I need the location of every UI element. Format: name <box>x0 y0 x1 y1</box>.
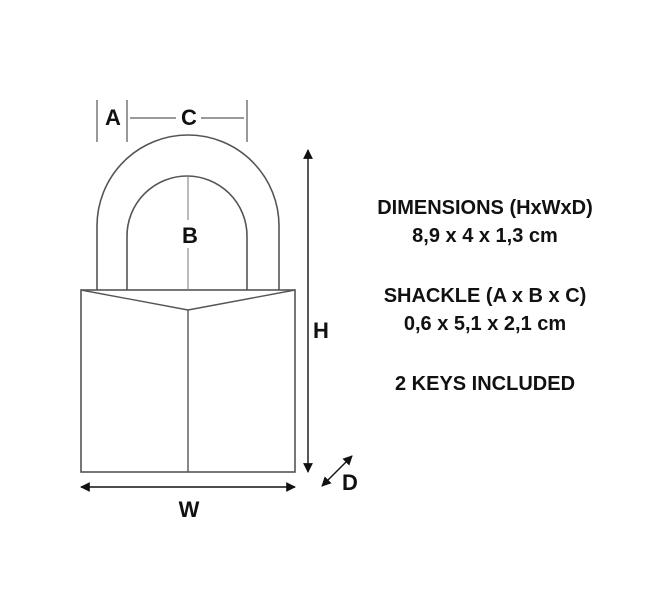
label-c: C <box>181 105 197 130</box>
label-w: W <box>179 497 200 522</box>
dimension-h: H <box>303 149 329 473</box>
lock-body <box>80 289 296 473</box>
dimensions-spec: DIMENSIONS (HxWxD) 8,9 x 4 x 1,3 cm <box>330 194 640 250</box>
dimensions-value: 8,9 x 4 x 1,3 cm <box>412 225 558 247</box>
dimension-b: B <box>182 177 198 290</box>
keys-spec: 2 KEYS INCLUDED <box>330 370 640 398</box>
label-h: H <box>313 318 329 343</box>
dimensions-title: DIMENSIONS (HxWxD) <box>377 197 593 219</box>
label-b: B <box>182 223 198 248</box>
dimension-c: C <box>130 100 248 142</box>
shackle-title: SHACKLE (A x B x C) <box>383 285 587 307</box>
depth-arrow <box>321 455 353 487</box>
dimension-w: W <box>80 482 296 522</box>
shackle-value: 0,6 x 5,1 x 2,1 cm <box>403 313 567 335</box>
shackle-inner <box>126 175 248 290</box>
dimension-d: D <box>321 455 358 495</box>
label-d: D <box>342 470 358 495</box>
shackle-spec: SHACKLE (A x B x C) 0,6 x 5,1 x 2,1 cm <box>330 282 640 338</box>
shackle-outer <box>96 134 280 290</box>
keys-included: 2 KEYS INCLUDED <box>394 373 576 395</box>
label-a: A <box>105 105 121 130</box>
dimension-a: A <box>96 100 128 142</box>
